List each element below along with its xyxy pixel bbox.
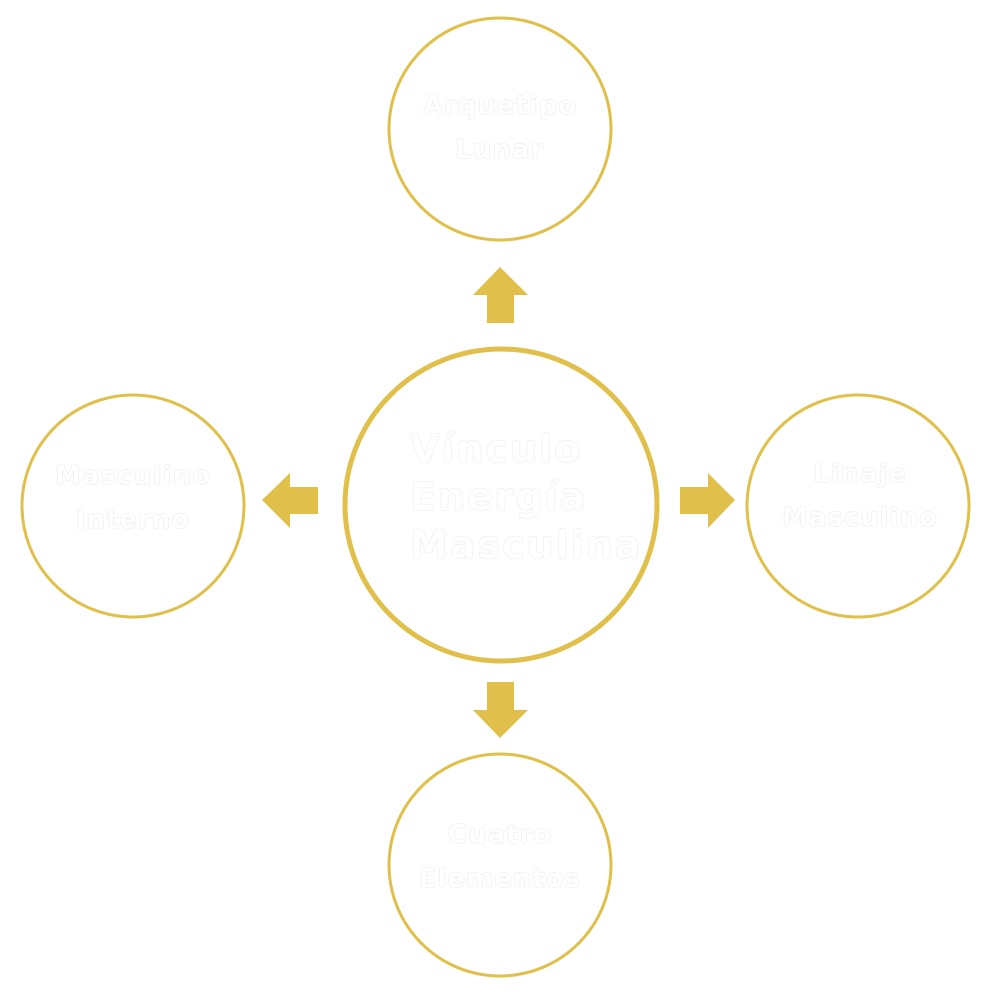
left-node-label-line-2: Interno — [75, 505, 191, 535]
right-node-label-line-2: Masculino — [781, 503, 938, 533]
arrow-right-icon — [680, 473, 735, 528]
center-label-line-3: Masculina — [410, 523, 643, 567]
top-node-label-line-2: Lunar — [455, 135, 545, 165]
bottom-node-label-line-1: Cuatro — [447, 820, 553, 850]
arrow-left-icon — [262, 473, 318, 528]
right-node-label: Linaje Masculino — [748, 452, 972, 540]
center-label: Vínculo Energía Masculina — [410, 425, 650, 569]
bottom-node-label: Cuatro Elementos — [390, 813, 610, 901]
arrow-up-icon — [473, 267, 528, 323]
bottom-node-label-line-2: Elementos — [418, 864, 582, 894]
top-circle — [387, 16, 613, 242]
bottom-circle — [387, 752, 613, 978]
left-node-label: Masculino Interno — [23, 454, 243, 542]
right-circle — [745, 393, 971, 619]
left-circle — [20, 393, 246, 619]
left-node-label-line-1: Masculino — [54, 461, 211, 491]
right-node-label-line-1: Linaje — [812, 459, 908, 489]
center-label-line-1: Vínculo — [410, 427, 583, 471]
arrow-down-icon — [473, 682, 528, 738]
center-label-line-2: Energía — [410, 475, 588, 519]
top-node-label: Arquetipo Lunar — [390, 84, 610, 172]
center-circle — [342, 346, 660, 664]
top-node-label-line-1: Arquetipo — [422, 91, 578, 121]
